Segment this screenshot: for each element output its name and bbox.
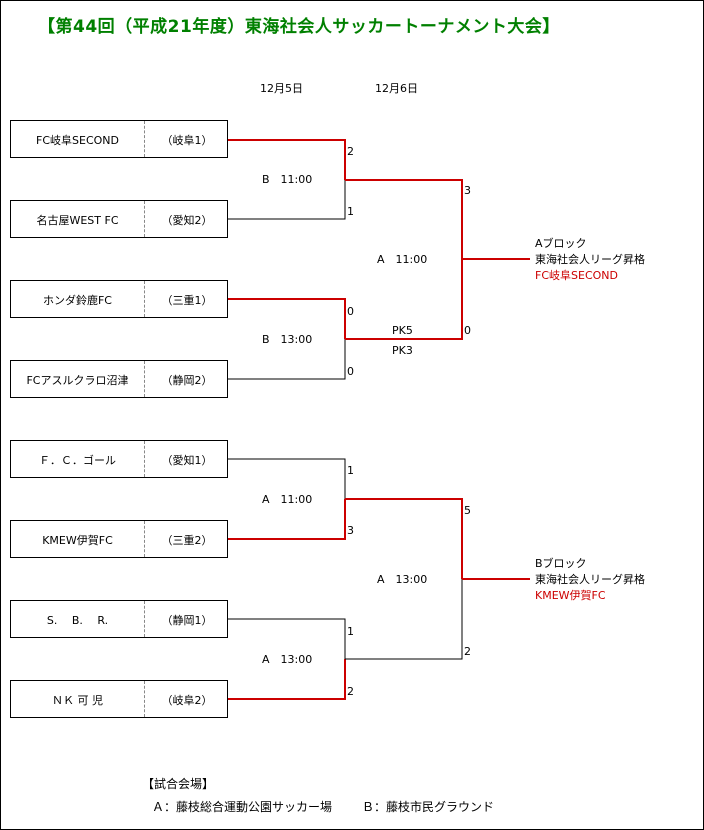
pk-score: PK3	[392, 344, 413, 357]
box-divider	[144, 281, 145, 317]
winner-bracket-line	[345, 498, 463, 579]
date-round2: 12月6日	[375, 82, 418, 95]
match-schedule: B 13:00	[262, 333, 313, 346]
promotion-text: 東海社会人リーグ昇格	[535, 573, 645, 586]
venue-b: Ｂ：藤枝市民グラウンド	[362, 800, 495, 814]
page-title: 【第44回（平成21年度）東海社会人サッカートーナメント大会】	[38, 17, 560, 37]
team-name: FCアスルクラロ沼津	[26, 374, 129, 387]
match-schedule: A 13:00	[377, 573, 428, 586]
team-name: ホンダ鈴鹿FC	[42, 294, 112, 307]
score: 0	[347, 305, 354, 318]
block-name: Bブロック	[535, 557, 587, 570]
box-divider	[144, 201, 145, 237]
box-divider	[144, 521, 145, 557]
match-schedule: A 13:00	[262, 653, 313, 666]
bracket-line	[228, 180, 346, 220]
venue-list: Ａ：藤枝総合運動公園サッカー場 Ｂ：藤枝市民グラウンド	[152, 798, 494, 815]
venue-a: Ａ：藤枝総合運動公園サッカー場	[152, 800, 333, 814]
team-name: Ｆ．Ｃ．ゴール	[39, 454, 116, 467]
team-prefecture: （愛知2）	[161, 214, 213, 227]
team-box: Ｆ．Ｃ．ゴール （愛知1）	[10, 440, 228, 478]
score: 1	[347, 625, 354, 638]
score: 0	[347, 365, 354, 378]
block-winner: FC岐阜SECOND	[535, 269, 618, 282]
box-divider	[144, 601, 145, 637]
winner-bracket-line	[345, 179, 463, 259]
box-divider	[144, 361, 145, 397]
team-box: 名古屋WEST FC （愛知2）	[10, 200, 228, 238]
team-box: FC岐阜SECOND （岐阜1）	[10, 120, 228, 158]
bracket-line	[228, 618, 346, 659]
team-name: S. B. R.	[46, 614, 109, 627]
score: 0	[464, 324, 471, 337]
team-name: KMEW伊賀FC	[42, 534, 113, 547]
bracket-line	[345, 579, 463, 660]
team-prefecture: （静岡2）	[161, 374, 213, 387]
score: 2	[347, 145, 354, 158]
winner-bracket-line	[228, 499, 346, 540]
box-divider	[144, 681, 145, 717]
match-schedule: A 11:00	[377, 253, 428, 266]
date-round1: 12月5日	[260, 82, 303, 95]
winner-bracket-line	[228, 298, 346, 339]
match-schedule: A 11:00	[262, 493, 313, 506]
team-name: 名古屋WEST FC	[36, 214, 119, 227]
block-name: Aブロック	[535, 237, 587, 250]
score: 3	[347, 524, 354, 537]
bracket-line	[228, 339, 346, 380]
bracket-line	[228, 458, 346, 499]
score: 1	[347, 464, 354, 477]
venue-heading: 【試合会場】	[142, 777, 215, 791]
score: 1	[347, 205, 354, 218]
team-box: KMEW伊賀FC （三重2）	[10, 520, 228, 558]
winner-bracket-line	[345, 259, 463, 340]
team-name: FC岐阜SECOND	[36, 134, 119, 147]
winner-bracket-line	[228, 139, 346, 180]
block-winner: KMEW伊賀FC	[535, 589, 606, 602]
team-prefecture: （静岡1）	[161, 614, 213, 627]
winner-bracket-line	[228, 659, 346, 700]
team-name: ＮＫ 可 児	[52, 694, 103, 707]
team-prefecture: （岐阜2）	[161, 694, 213, 707]
team-prefecture: （岐阜1）	[161, 134, 213, 147]
team-prefecture: （三重1）	[161, 294, 213, 307]
score: 2	[464, 645, 471, 658]
score: 3	[464, 184, 471, 197]
pk-score: PK5	[392, 324, 413, 337]
team-box: S. B. R. （静岡1）	[10, 600, 228, 638]
team-prefecture: （三重2）	[161, 534, 213, 547]
score: 5	[464, 504, 471, 517]
box-divider	[144, 441, 145, 477]
team-box: ホンダ鈴鹿FC （三重1）	[10, 280, 228, 318]
promotion-text: 東海社会人リーグ昇格	[535, 253, 645, 266]
team-box: ＮＫ 可 児 （岐阜2）	[10, 680, 228, 718]
team-box: FCアスルクラロ沼津 （静岡2）	[10, 360, 228, 398]
score: 2	[347, 685, 354, 698]
box-divider	[144, 121, 145, 157]
match-schedule: B 11:00	[262, 173, 313, 186]
team-prefecture: （愛知1）	[161, 454, 213, 467]
